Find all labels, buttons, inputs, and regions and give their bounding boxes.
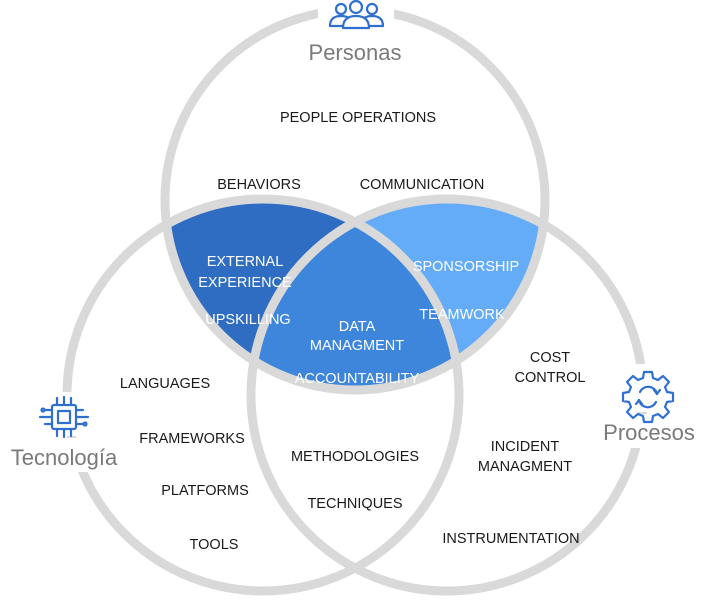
item-techniques: TECHNIQUES [307,496,402,512]
item-accountability: ACCOUNTABILITY [295,371,420,387]
item-people-operations: PEOPLE OPERATIONS [280,110,436,126]
item-behaviors: BEHAVIORS [217,177,301,193]
category-personas: Personas [309,40,402,65]
item-instrumentation: INSTRUMENTATION [442,531,579,547]
people-group-icon [328,0,385,30]
procesos-label-bg [596,414,704,448]
item-incident-managment-line1: INCIDENT [491,439,560,455]
item-frameworks: FRAMEWORKS [139,431,245,447]
category-procesos: Procesos [603,420,695,445]
item-cost-control-line1: COST [530,350,570,366]
item-incident-managment-line2: MANAGMENT [478,459,572,475]
item-platforms: PLATFORMS [161,483,249,499]
item-external-experience-line1: EXTERNAL [207,254,284,270]
item-methodologies: METHODOLOGIES [291,449,419,465]
microchip-icon [38,395,90,439]
gear-cycle-icon [621,370,675,424]
personas-label-bg [295,32,415,72]
item-cost-control-line2: CONTROL [515,370,586,386]
item-sponsorship: SPONSORSHIP [413,259,519,275]
category-tecnologia: Tecnología [11,445,118,470]
item-external-experience-line2: EXPERIENCE [198,275,292,291]
item-data-managment-line1: DATA [339,319,376,335]
tecnologia-label-bg [4,438,124,472]
item-tools: TOOLS [190,537,239,553]
item-communication: COMMUNICATION [360,177,485,193]
item-languages: LANGUAGES [120,376,210,392]
item-upskilling: UPSKILLING [205,312,290,328]
item-teamwork: TEAMWORK [419,307,505,323]
item-data-managment-line2: MANAGMENT [310,338,404,354]
